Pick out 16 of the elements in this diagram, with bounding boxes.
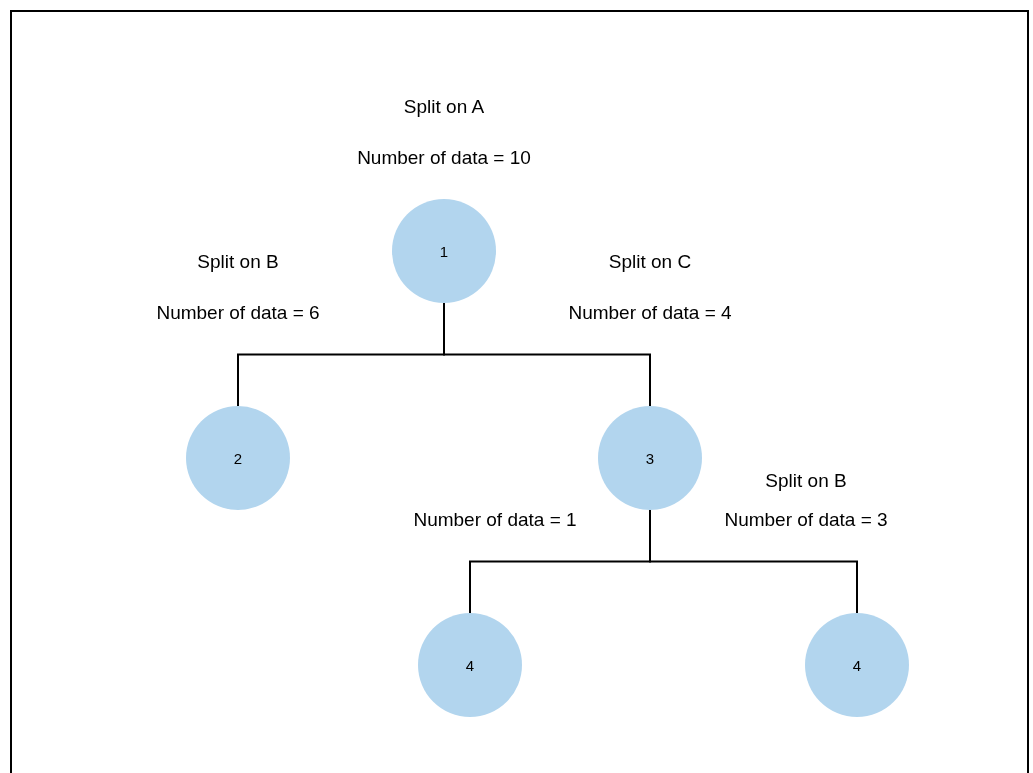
node-label: 1 (439, 242, 449, 260)
branch-annotation: Number of data = 10 (357, 147, 531, 169)
branch-annotation: Number of data = 6 (156, 302, 320, 324)
node-label: 4 (852, 656, 862, 674)
node-label: 3 (645, 449, 655, 467)
tree-connector (649, 509, 858, 614)
branch-annotation: Number of data = 1 (413, 509, 577, 531)
branch-annotation: Split on C (608, 251, 692, 273)
node-label: 2 (233, 449, 243, 467)
branch-annotation: Number of data = 4 (568, 302, 732, 324)
node-label: 4 (465, 656, 475, 674)
branch-annotation: Number of data = 3 (724, 509, 888, 531)
branch-annotation: Split on A (403, 96, 485, 118)
branch-annotation: Split on B (765, 470, 847, 492)
branch-annotation: Split on B (197, 251, 279, 273)
tree-connector (443, 302, 651, 407)
